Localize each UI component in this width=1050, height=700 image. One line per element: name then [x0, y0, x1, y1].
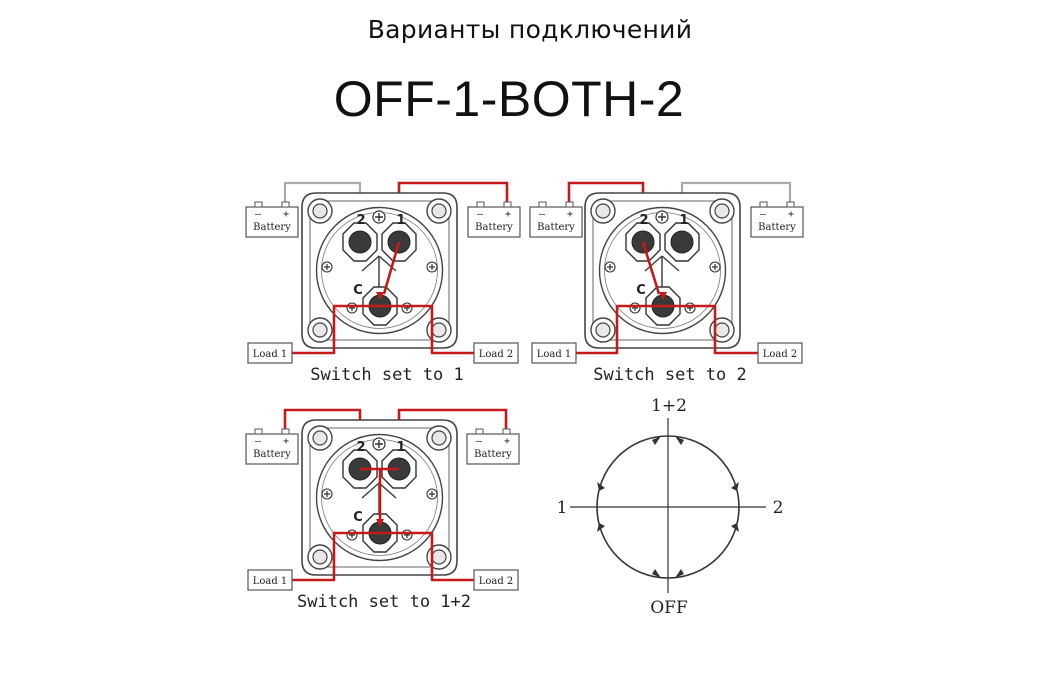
battery-plus-label: + — [505, 209, 511, 220]
dial-arrow-right-down — [731, 523, 739, 532]
terminal-common-label: C — [636, 283, 646, 298]
load-wire-right — [380, 531, 474, 582]
terminal-2-label: 2 — [639, 213, 648, 228]
contact-arrowhead — [376, 519, 384, 527]
battery-minus-label: – — [477, 209, 484, 220]
dial-label-right: 2 — [773, 498, 784, 518]
battery-minus-label: – — [539, 209, 546, 220]
load-wire-right — [380, 304, 474, 355]
model-title: OFF-1-BOTH-2 — [333, 71, 685, 127]
dial-label-bottom: OFF — [650, 598, 688, 618]
internal-contact-path — [360, 467, 399, 521]
terminal-common-label: C — [353, 283, 363, 298]
battery-label: Battery — [758, 222, 796, 233]
dial-arrow-bottom-left — [652, 569, 661, 578]
battery-switch-body — [584, 192, 741, 349]
terminal-1-label: 1 — [679, 213, 688, 228]
load-2-box-label: Load 2 — [479, 576, 514, 587]
dial-arrow-right-up — [731, 482, 739, 491]
battery-plus-label: + — [283, 209, 289, 220]
load-wire-left — [292, 304, 380, 355]
dial-arrow-left-up — [597, 482, 605, 491]
dial-arrow-top-right — [675, 436, 684, 445]
load-wire-left — [576, 304, 663, 355]
load-1-box: Load 1 — [247, 342, 293, 364]
load-1-box-label: Load 1 — [253, 576, 288, 587]
battery-left: – + Battery — [529, 201, 583, 238]
dial-label-top: 1+2 — [651, 396, 687, 416]
dial-arrow-bottom-right — [675, 569, 684, 578]
battery-right: – + Battery — [467, 201, 521, 238]
dial-label-left: 1 — [557, 498, 568, 518]
battery-plus-label: + — [788, 209, 794, 220]
diagram-caption: Switch set to 1+2 — [297, 592, 471, 612]
page-heading: Варианты подключений — [367, 15, 693, 44]
diagram-caption: Switch set to 2 — [593, 365, 747, 385]
battery-label: Battery — [253, 222, 291, 233]
contact-arrowhead — [659, 292, 667, 300]
load-2-box-label: Load 2 — [479, 349, 514, 360]
terminal-2-label: 2 — [356, 440, 365, 455]
load-2-box: Load 2 — [757, 342, 803, 364]
dial-arrow-left-down — [597, 523, 605, 532]
diagram-caption: Switch set to 1 — [310, 365, 464, 385]
battery-plus-label: + — [504, 436, 510, 447]
battery-label: Battery — [474, 449, 512, 460]
internal-contact-path — [382, 241, 401, 295]
terminal-2-label: 2 — [356, 213, 365, 228]
battery-label: Battery — [253, 449, 291, 460]
battery-label: Battery — [475, 222, 513, 233]
battery-minus-label: – — [760, 209, 767, 220]
contact-arrowhead — [376, 292, 384, 300]
load-wire-left — [292, 531, 380, 582]
battery-minus-label: – — [255, 436, 262, 447]
battery-left: – + Battery — [245, 428, 299, 465]
load-1-box-label: Load 1 — [537, 349, 572, 360]
load-1-box: Load 1 — [247, 569, 293, 591]
battery-plus-label: + — [567, 209, 573, 220]
terminal-common-label: C — [353, 510, 363, 525]
battery-left: – + Battery — [245, 201, 299, 238]
battery-minus-label: – — [476, 436, 483, 447]
dial: 1+2 1 2 OFF — [557, 396, 784, 618]
battery-label: Battery — [537, 222, 575, 233]
battery-plus-label: + — [283, 436, 289, 447]
terminal-1-label: 1 — [396, 213, 405, 228]
battery-right: – + Battery — [466, 428, 520, 465]
battery-switch-body — [301, 192, 458, 349]
load-1-box-label: Load 1 — [253, 349, 288, 360]
battery-right: – + Battery — [750, 201, 804, 238]
load-2-box: Load 2 — [473, 342, 519, 364]
terminal-1-label: 1 — [396, 440, 405, 455]
internal-contact-path — [641, 241, 661, 295]
load-2-box-label: Load 2 — [763, 349, 798, 360]
load-1-box: Load 1 — [531, 342, 577, 364]
load-wire-right — [663, 304, 758, 355]
dial-arrow-top-left — [652, 436, 661, 445]
load-2-box: Load 2 — [473, 569, 519, 591]
battery-minus-label: – — [255, 209, 262, 220]
